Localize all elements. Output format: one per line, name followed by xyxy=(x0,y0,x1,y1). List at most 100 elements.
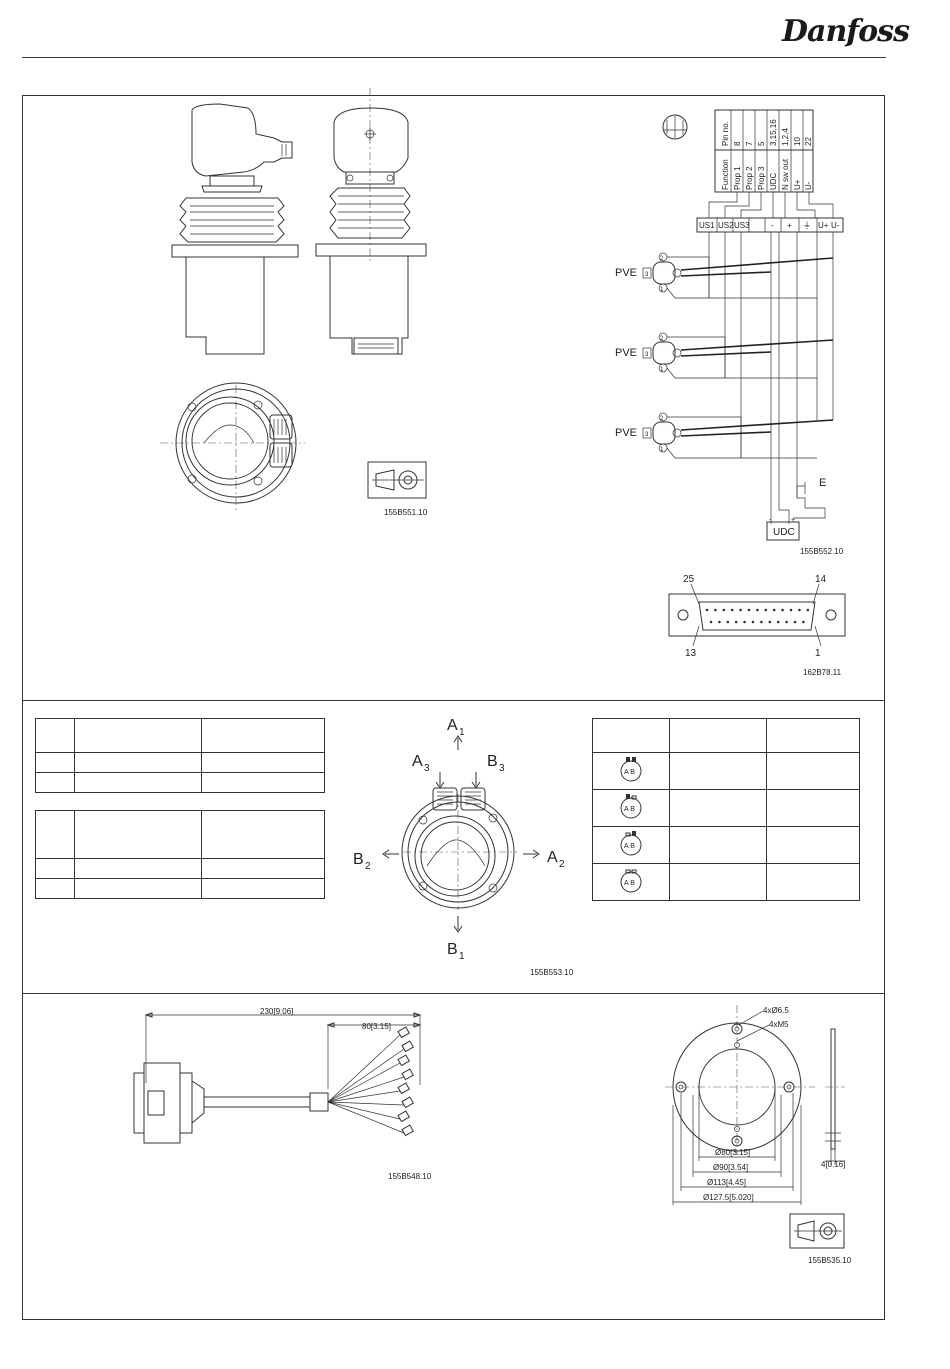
dim-holes: 4xØ6.5 xyxy=(763,1006,789,1015)
cable-wire xyxy=(327,1076,405,1103)
button-table: A B A B A B A B xyxy=(592,718,860,901)
drawing-code: 162B78.11 xyxy=(803,668,842,677)
pve-label-2: PVE xyxy=(615,347,637,359)
connector-pin xyxy=(772,608,776,612)
term-uminus: U- xyxy=(831,221,840,230)
drawing-code: 155B551.10 xyxy=(384,508,428,517)
pve2-pin1: 1 xyxy=(660,367,664,373)
cable-drawing: 230[9.06] 80[3.15] xyxy=(133,1007,422,1144)
drawing-frame xyxy=(22,95,885,1320)
term-minus: - xyxy=(771,221,774,230)
cable-wire xyxy=(327,1101,401,1120)
dim-d127: Ø127.5[5.020] xyxy=(703,1193,754,1202)
cable-wire xyxy=(327,1101,405,1134)
connector-pin xyxy=(798,608,801,612)
term-plus: + xyxy=(787,221,792,230)
pve-label-1: PVE xyxy=(615,267,637,279)
pin-1-label: 1 xyxy=(815,648,821,659)
dim-d80: Ø80[3.15] xyxy=(715,1148,750,1157)
connector-pin xyxy=(793,620,797,624)
dsub-connector: 25 14 13 1 xyxy=(668,574,846,659)
dir-b3: B xyxy=(487,753,498,770)
cable-wire xyxy=(327,1062,401,1103)
dir-a3: A xyxy=(412,753,423,770)
cable-wire xyxy=(327,1101,405,1106)
dim-d113: Ø113[4.45] xyxy=(707,1178,746,1187)
table-left-top xyxy=(35,718,325,793)
dir-b1: B xyxy=(447,941,458,958)
direction-diagram: A 1 A 3 B 3 B 2 A 2 B 1 xyxy=(353,717,565,962)
connector-pin xyxy=(743,620,746,624)
mounting-plate: 4xØ6.5 4xM5 Ø80[3.15] Ø90[3.54] Ø113[4.4… xyxy=(665,1005,845,1205)
cable-wire xyxy=(327,1048,405,1103)
button-symbol-4: A B xyxy=(620,869,642,892)
pin-uplus: 10 xyxy=(793,137,802,146)
term-earth: ⏚ xyxy=(803,221,811,230)
connector-pin xyxy=(751,620,755,624)
term-us2: US2 xyxy=(718,221,734,230)
connector-pin xyxy=(802,620,805,624)
connector-pin xyxy=(760,620,763,624)
supply-label: UDC xyxy=(773,527,795,538)
func-nswout: N sw out xyxy=(781,158,790,190)
pve1-pin1: 1 xyxy=(660,287,664,293)
pve1-pin2: 2 xyxy=(660,256,664,262)
pin-nswout: 1,2,4 xyxy=(781,128,790,146)
pve3-pin1: 1 xyxy=(660,447,664,453)
term-uplus: U+ xyxy=(818,221,829,230)
danfoss-logo: Danfoss xyxy=(782,14,910,49)
wire-terminal xyxy=(401,1096,414,1109)
func-uminus: U- xyxy=(804,181,813,190)
pve2-pin3: 3 xyxy=(645,352,649,358)
connector-pin xyxy=(705,608,709,612)
header-function: Function xyxy=(721,159,730,190)
wire-terminal xyxy=(401,1124,414,1137)
pin-13-label: 13 xyxy=(685,648,697,659)
wire-terminal xyxy=(401,1068,414,1081)
pin-prop1: 8 xyxy=(733,141,742,146)
supply-plus: + xyxy=(791,517,795,524)
joystick-side-view xyxy=(171,103,299,355)
dim-overall: 230[9.06] xyxy=(260,1007,293,1016)
pin-14-label: 14 xyxy=(815,574,827,585)
pve1-pin3: 3 xyxy=(645,272,649,278)
header-rule xyxy=(22,57,886,58)
projection-symbol xyxy=(789,1213,845,1249)
wire-terminal xyxy=(397,1110,410,1123)
dir-b1-sub: 1 xyxy=(459,951,465,962)
connector-pin xyxy=(739,608,742,612)
section-divider-1 xyxy=(22,700,885,701)
connector-pin xyxy=(747,608,751,612)
pin-udc: 3,15,16 xyxy=(769,119,778,146)
connector-pin xyxy=(718,620,721,624)
connector-pin xyxy=(714,608,717,612)
joystick-rear-view xyxy=(315,88,427,355)
earth-label: E xyxy=(819,477,826,489)
connector-pin xyxy=(806,608,810,612)
pin-prop3: 5 xyxy=(757,141,766,146)
wiring-diagram: Function Pin no. Prop 1 8 Prop 2 7 Prop … xyxy=(615,109,844,541)
func-uplus: U+ xyxy=(793,179,802,190)
connector-pin xyxy=(785,620,788,624)
connector-pin xyxy=(730,608,734,612)
drawing-code: 155B548.10 xyxy=(388,1172,432,1181)
connector-pin xyxy=(776,620,780,624)
connector-pin xyxy=(764,608,768,612)
header-pin-no: Pin no. xyxy=(721,121,730,146)
pve3-pin2: 2 xyxy=(660,416,664,422)
func-udc: UDC xyxy=(769,172,778,190)
dim-tails: 80[3.15] xyxy=(362,1022,391,1031)
svg-text:A B: A B xyxy=(624,769,635,776)
table-left-bottom xyxy=(35,810,325,899)
connector-pin xyxy=(734,620,738,624)
drawing-code: 155B552.10 xyxy=(800,547,844,556)
pve3-pin3: 3 xyxy=(645,432,649,438)
button-symbol-1: A B xyxy=(620,756,642,781)
wire-terminal xyxy=(401,1040,414,1053)
dim-d90: Ø90[3.54] xyxy=(713,1163,748,1172)
drawing-code: 155B553.10 xyxy=(530,968,574,977)
pve2-pin2: 2 xyxy=(660,336,664,342)
dir-a2: A xyxy=(547,849,558,866)
supply-minus: - xyxy=(769,517,772,524)
pin-25-label: 25 xyxy=(683,574,695,585)
